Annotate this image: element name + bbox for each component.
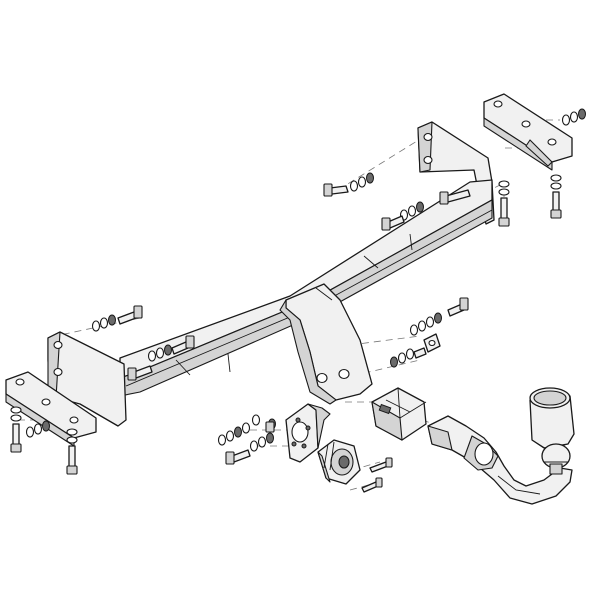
right-side-plate — [417, 121, 495, 225]
bolt-set-far-left — [10, 406, 78, 475]
receiver-block — [371, 387, 427, 441]
center-drop-plate — [279, 283, 373, 405]
bolt-set-far-right — [498, 108, 586, 227]
main-crossbar — [119, 179, 493, 397]
ball-cap — [529, 387, 575, 451]
right-mounting-bracket — [483, 93, 573, 171]
bolt-set-upper-right — [381, 189, 471, 231]
bolt-set-top-center — [323, 172, 374, 197]
tow-ball-neck — [427, 415, 573, 505]
left-mounting-bracket — [5, 371, 97, 447]
bolt-set-left-lower — [127, 335, 195, 381]
bolt-set-left-upper — [91, 305, 143, 332]
bolt-set-socket-left — [217, 414, 276, 465]
left-side-plate — [47, 331, 127, 427]
socket-screws — [361, 457, 393, 493]
bolt-set-center-right — [390, 297, 469, 368]
electrical-socket — [317, 439, 361, 485]
tow-ball — [541, 443, 571, 475]
socket-mounting-plate — [285, 403, 331, 463]
